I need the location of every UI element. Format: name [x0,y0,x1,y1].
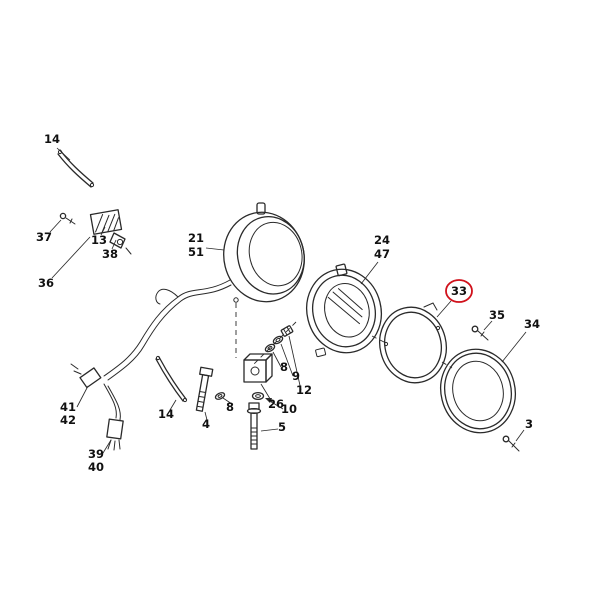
mounting-strap-bottom[interactable] [155,355,188,403]
part-label-36[interactable]: 36 [38,276,54,290]
wiring-harness[interactable] [103,279,232,421]
part-label-21[interactable]: 21 [188,231,204,245]
part-label-42[interactable]: 42 [60,413,76,427]
part-label-39[interactable]: 39 [88,447,104,461]
part-label-3[interactable]: 3 [525,417,533,431]
part-label-12[interactable]: 12 [296,383,312,397]
washer-lock[interactable] [272,335,284,345]
part-label-14-bottom[interactable]: 14 [158,407,174,421]
harness-connector-upper[interactable] [70,363,102,389]
part-label-13[interactable]: 13 [91,233,107,247]
selected-part-highlight-circle [445,279,473,303]
harness-connector-lower[interactable] [106,418,124,451]
part-label-41[interactable]: 41 [60,400,76,414]
part-label-9[interactable]: 9 [292,369,300,383]
retaining-ring[interactable] [372,300,454,390]
part-label-5[interactable]: 5 [278,420,286,434]
part-label-34[interactable]: 34 [524,317,540,331]
part-label-51[interactable]: 51 [188,245,204,259]
part-label-40[interactable]: 40 [88,460,104,474]
washer-flat[interactable] [264,343,276,353]
part-label-37[interactable]: 37 [36,230,52,244]
mounting-block[interactable] [243,353,273,383]
leader-lines [49,147,527,454]
part-label-47[interactable]: 47 [374,247,390,261]
part-label-8-right[interactable]: 8 [280,360,288,374]
trim-ring-screw[interactable] [502,435,520,452]
mounting-strap-top[interactable] [57,149,95,188]
lens-unit[interactable] [298,261,390,360]
trim-ring[interactable] [432,341,524,440]
hex-nut[interactable] [280,325,294,337]
part-label-33[interactable]: 33 [451,284,467,298]
bracket-screw[interactable] [59,212,76,225]
headlight-bucket[interactable] [214,202,313,310]
bracket-assembly[interactable] [89,209,132,255]
part-label-24[interactable]: 24 [374,233,390,247]
axis-line-lens-ring [371,335,387,344]
part-label-35[interactable]: 35 [489,308,505,322]
part-label-38[interactable]: 38 [102,247,118,261]
part-label-14-top[interactable]: 14 [44,132,60,146]
rubber-grommet[interactable] [251,391,265,401]
ring-screw[interactable] [471,325,489,341]
part-label-10[interactable]: 10 [281,402,297,416]
part-label-8-left[interactable]: 8 [226,400,234,414]
axis-line-ring-trim [441,361,453,369]
long-bolt[interactable] [246,402,262,450]
flat-washer-left[interactable] [214,391,226,400]
axis-line-diagonal [253,321,297,365]
part-label-4[interactable]: 4 [202,417,210,431]
mounting-bolt[interactable] [193,366,214,412]
part-label-26[interactable]: 26 [268,397,284,411]
